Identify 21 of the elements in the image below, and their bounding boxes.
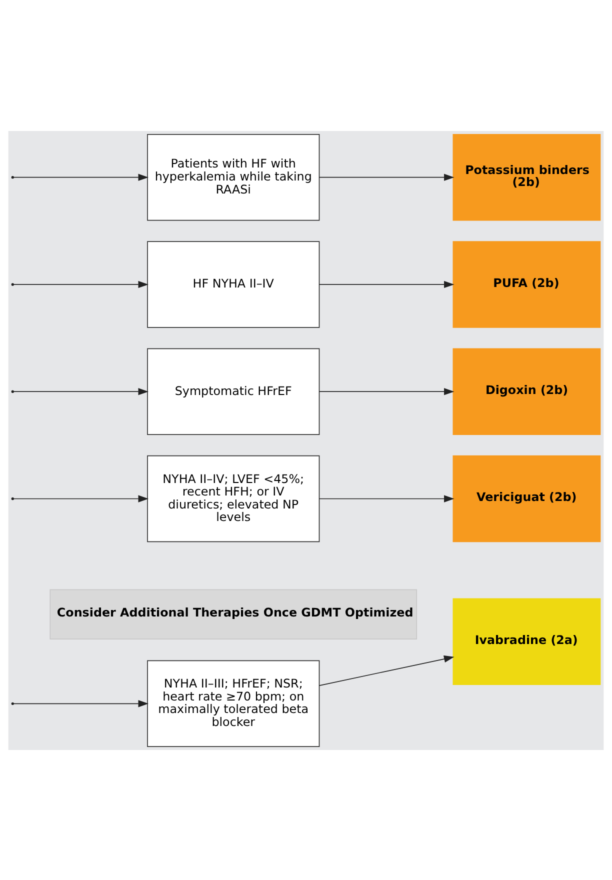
arrow bbox=[318, 173, 454, 180]
arrow bbox=[318, 280, 454, 288]
arrow bbox=[13, 700, 148, 707]
node-box: Potassium binders (2b) bbox=[452, 133, 601, 220]
node-box: Patients with HF with hyperkalemia while taking RAASi bbox=[147, 133, 320, 220]
node-box: Consider Additional Therapies Once GDMT Optimized bbox=[50, 588, 418, 639]
node-box: Vericiguat (2b) bbox=[452, 454, 601, 542]
arrow bbox=[13, 494, 148, 502]
arrow bbox=[318, 654, 454, 686]
node-box: NYHA II–IV; LVEF <45%; recent HFH; or IV diuretics; elevated NP levels bbox=[147, 454, 320, 542]
node-box: Ivabradine (2a) bbox=[452, 598, 601, 684]
node-box: Digoxin (2b) bbox=[452, 348, 601, 434]
arrow bbox=[13, 280, 148, 288]
node-box: Symptomatic HFrEF bbox=[147, 348, 320, 434]
arrow bbox=[13, 388, 148, 395]
node-box: NYHA II–III; HFrEF; NSR; heart rate ≥70 bpm; on maximally tolerated beta blocker bbox=[147, 660, 320, 747]
node-box: PUFA (2b) bbox=[452, 240, 601, 328]
node-box: HF NYHA II–IV bbox=[147, 240, 320, 328]
arrow bbox=[13, 173, 148, 180]
arrow bbox=[318, 494, 454, 502]
arrow bbox=[318, 388, 454, 395]
